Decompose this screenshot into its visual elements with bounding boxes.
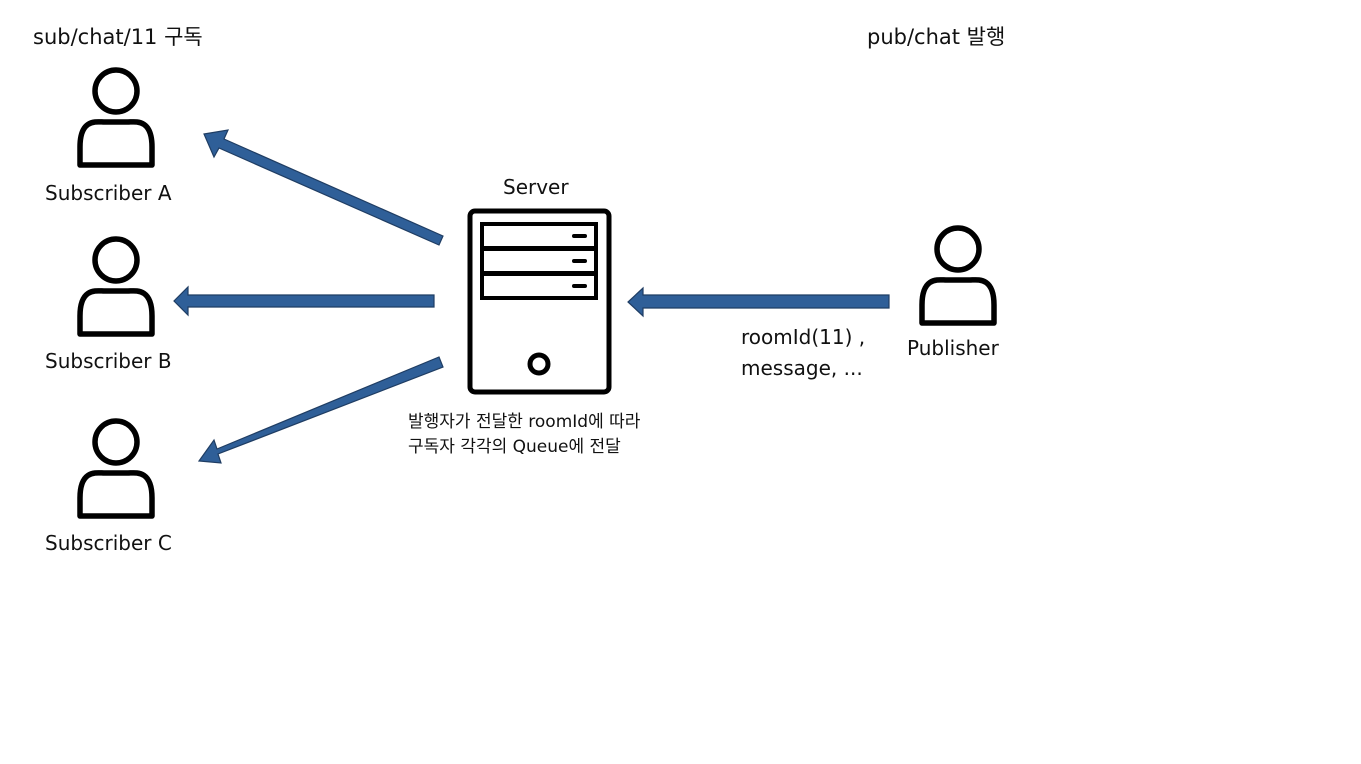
server-note: 발행자가 전달한 roomId에 따라 구독자 각각의 Queue에 전달 (408, 410, 640, 460)
publish-topic-title: pub/chat 발행 (867, 25, 1006, 49)
server-label: Server (503, 175, 569, 199)
arrow-server-to-subscriber-c (197, 356, 444, 464)
arrow-server-to-subscriber-b (173, 285, 435, 317)
publish-payload: roomId(11) , message, ... (741, 322, 865, 384)
subscriber-c-icon (80, 421, 152, 516)
arrow-server-to-subscriber-a (203, 129, 444, 246)
subscribe-topic-title: sub/chat/11 구독 (33, 25, 203, 49)
server-icon (467, 208, 612, 395)
subscriber-a-label: Subscriber A (45, 181, 172, 205)
subscriber-b-label: Subscriber B (45, 349, 172, 373)
subscriber-c-label: Subscriber C (45, 531, 172, 555)
payload-line: roomId(11) , (741, 325, 866, 349)
publisher-icon (922, 228, 994, 323)
subscriber-a-icon (80, 70, 152, 165)
arrow-publisher-to-server (627, 286, 890, 318)
subscriber-b-icon (80, 239, 152, 334)
server-note-line: 발행자가 전달한 roomId에 따라 (408, 412, 641, 432)
payload-line: message, ... (741, 356, 863, 380)
server-note-line: 구독자 각각의 Queue에 전달 (408, 437, 621, 457)
publisher-label: Publisher (907, 336, 999, 360)
